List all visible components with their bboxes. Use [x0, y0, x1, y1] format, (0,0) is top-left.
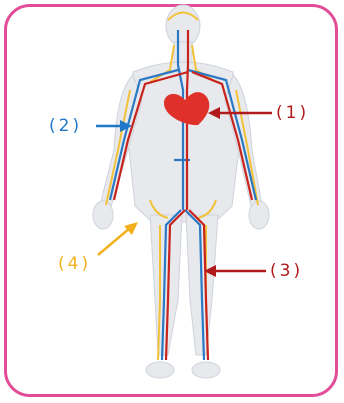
arrow-3 [204, 265, 266, 277]
body-silhouette [93, 5, 269, 378]
label-2: (2) [49, 116, 82, 136]
label-1: (1) [276, 103, 309, 123]
label-3: (3) [270, 261, 303, 281]
label-4: (4) [58, 254, 91, 274]
